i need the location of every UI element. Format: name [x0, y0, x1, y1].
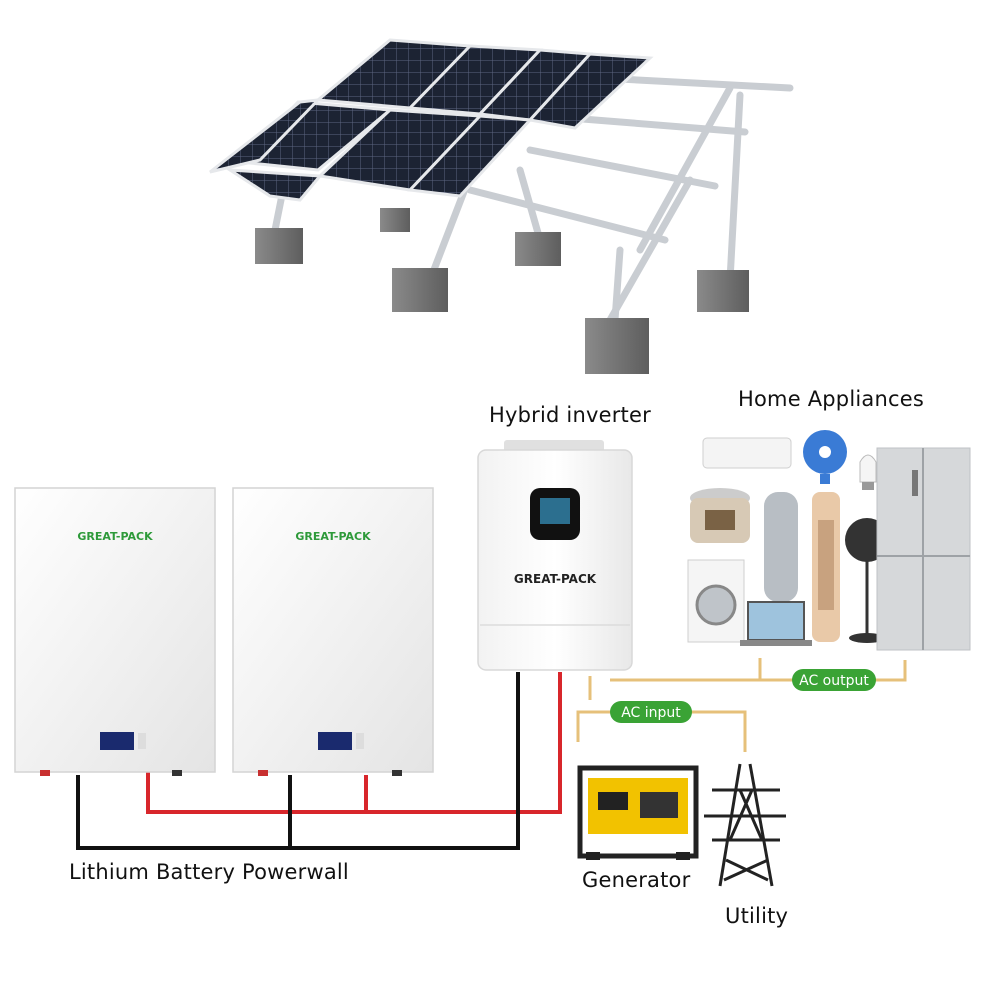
battery-unit-1: GREAT-PACK — [14, 487, 216, 776]
battery-powerwall-label: Lithium Battery Powerwall — [69, 860, 349, 884]
ac-output-text: AC output — [799, 673, 869, 689]
red-dc-wire — [146, 672, 562, 814]
air-conditioner-icon — [702, 437, 792, 469]
laptop-icon — [740, 601, 812, 646]
solar-array — [209, 38, 794, 374]
battery-1-display — [100, 732, 134, 750]
dc-wiring — [76, 672, 562, 850]
light-bulb-icon — [859, 454, 877, 490]
concrete-footings — [255, 208, 749, 374]
battery-2-brand: GREAT-PACK — [295, 530, 371, 543]
ac-output-tag: AC output — [792, 669, 876, 691]
hybrid-inverter-unit: GREAT-PACK — [477, 440, 633, 671]
washing-machine-icon — [687, 559, 745, 643]
mounting-frame — [271, 74, 794, 324]
home-appliances-label: Home Appliances — [738, 387, 924, 411]
utility-label: Utility — [725, 904, 789, 928]
home-appliances-group — [687, 430, 971, 651]
ac-input-text: AC input — [621, 705, 681, 721]
utility-tower-icon — [704, 763, 786, 887]
generator-label: Generator — [582, 868, 691, 892]
rice-cooker-icon — [690, 488, 750, 543]
generator-unit — [577, 765, 699, 860]
hybrid-inverter-label: Hybrid inverter — [489, 403, 651, 427]
solar-panels — [209, 38, 654, 202]
refrigerator-icon — [876, 447, 971, 651]
black-dc-wire — [76, 672, 520, 850]
fan-icon — [803, 430, 847, 484]
battery-1-brand: GREAT-PACK — [77, 530, 153, 543]
tower-fan-icon — [812, 492, 840, 642]
ac-input-tag: AC input — [610, 701, 692, 723]
water-heater-icon — [764, 492, 798, 602]
inverter-brand: GREAT-PACK — [514, 572, 597, 586]
battery-2-display — [318, 732, 352, 750]
battery-unit-2: GREAT-PACK — [232, 487, 434, 776]
